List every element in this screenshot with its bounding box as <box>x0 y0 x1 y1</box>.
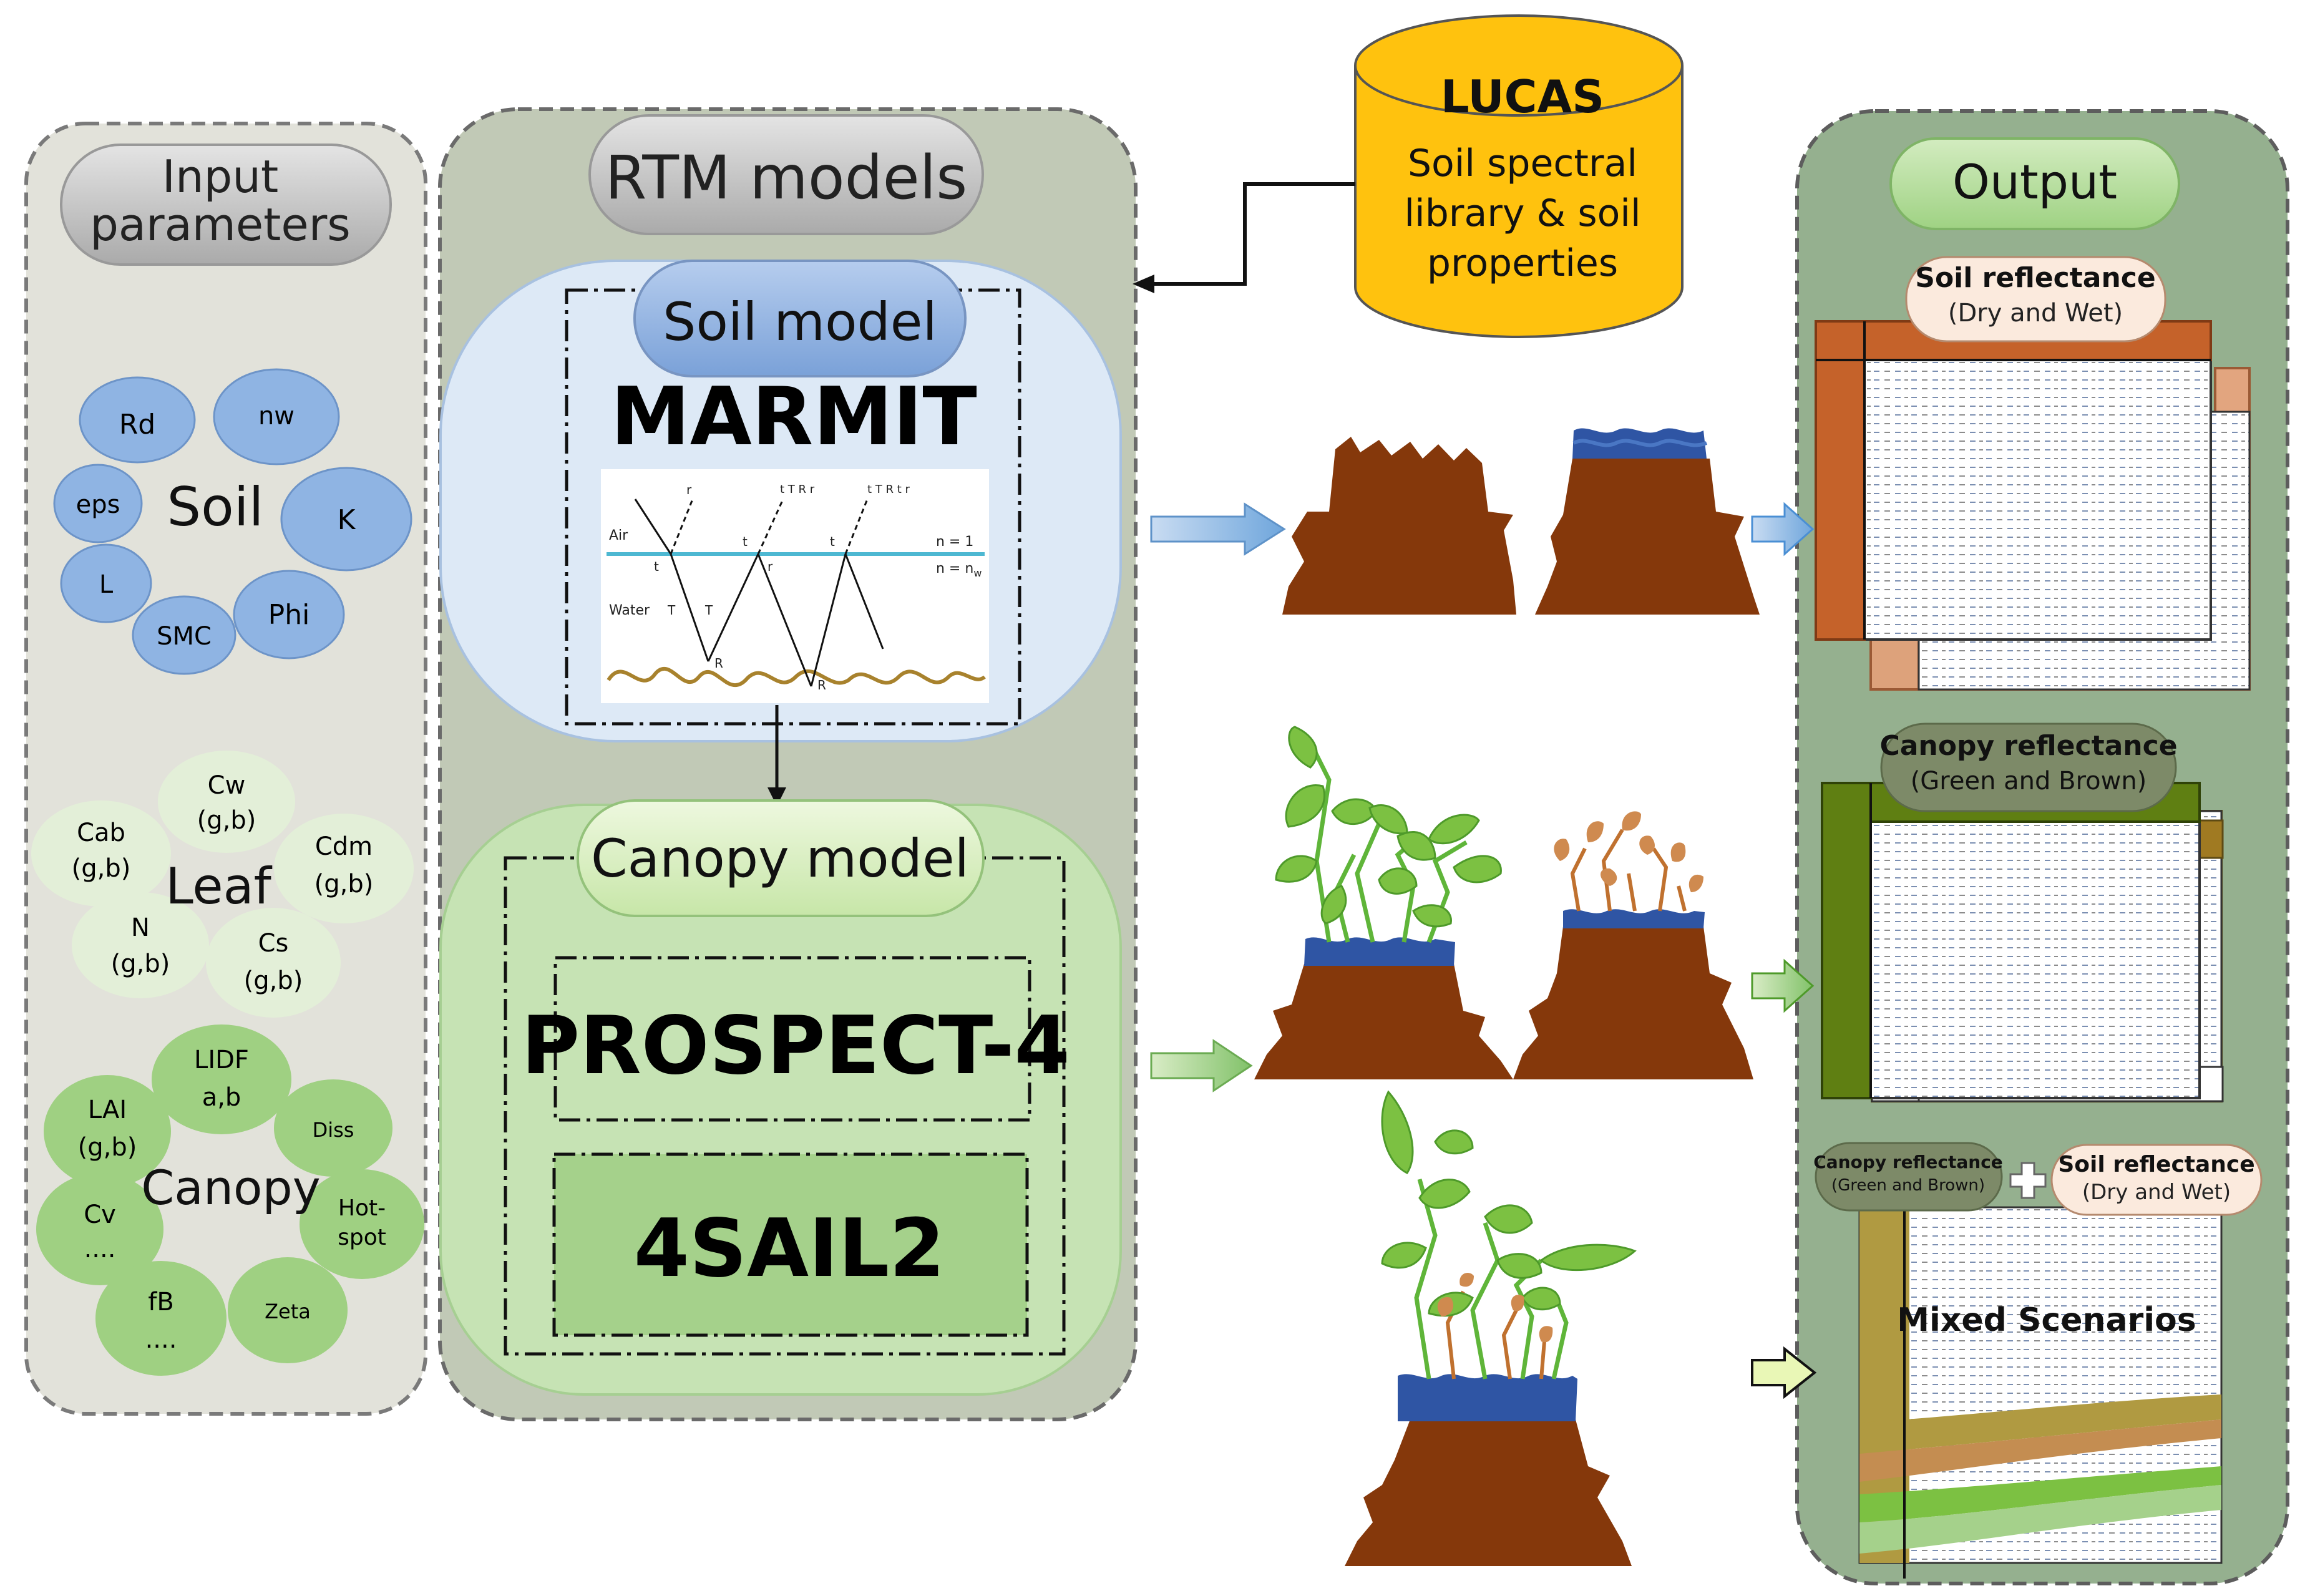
leaf-param-cab-sub: (g,b) <box>72 854 131 883</box>
input-title-line1: Input <box>162 150 278 203</box>
canopy-reflectance-table: Canopy reflectance (Green and Brown) <box>1821 723 2224 1102</box>
rtm-models-panel: RTM models Soil model MARMIT <box>438 107 1138 1421</box>
soil-param-eps: eps <box>76 490 120 519</box>
lucas-line2: library & soil <box>1404 192 1640 235</box>
marmit-top-right-label: t T R t r <box>867 483 910 496</box>
canopy-param-lidf-sub: a,b <box>202 1083 241 1112</box>
soil-reflectance-title: Soil reflectance <box>1915 262 2155 294</box>
leaf-param-n-sub: (g,b) <box>111 950 170 978</box>
canopy-param-hotspot: Hot- <box>338 1195 386 1221</box>
canopy-param-zeta: Zeta <box>265 1300 311 1323</box>
soil-group-label: Soil <box>167 476 264 538</box>
dry-soil-illustration <box>1282 437 1516 615</box>
canopy-param-lidf: LIDF <box>194 1046 249 1074</box>
mixed-soil-label: Soil reflectance (Dry and Wet) <box>2050 1144 2263 1216</box>
marmit-air-label: Air <box>609 528 628 543</box>
canopy-model-output-arrow <box>1150 1039 1253 1092</box>
canopy-param-lai-sub: (g,b) <box>78 1133 137 1162</box>
mixed-scenarios-label: Mixed Scenarios <box>1897 1302 2196 1339</box>
soil-reflectance-subtitle: (Dry and Wet) <box>1948 299 2123 328</box>
canopy-param-hotspot-sub: spot <box>338 1225 386 1250</box>
soil-to-canopy-arrow <box>768 705 786 806</box>
soil-reflectance-table: Soil reflectance (Dry and Wet) <box>1815 256 2251 691</box>
lucas-line1: Soil spectral <box>1408 142 1637 185</box>
lucas-title: LUCAS <box>1441 71 1604 123</box>
marmit-nw-label: n = nw <box>936 561 982 579</box>
mixed-canopy-label: Canopy reflectance (Green and Brown) <box>1813 1142 2003 1212</box>
lucas-database: LUCAS Soil spectral library & soil prope… <box>1133 14 1684 338</box>
soil-model-label: Soil model <box>663 291 937 353</box>
input-title-line2: parameters <box>90 198 351 251</box>
marmit-n1-label: n = 1 <box>936 534 973 550</box>
canopy-reflectance-subtitle: (Green and Brown) <box>1911 767 2147 796</box>
soil-param-l: L <box>99 570 114 599</box>
marmit-figure: Air Water n = 1 n = nw r t t r t T T R R… <box>601 469 989 703</box>
leaf-param-cab: Cab <box>77 819 125 847</box>
mixed-scenarios-table: Mixed Scenarios <box>1858 1206 2223 1579</box>
wet-soil-illustration <box>1535 428 1760 615</box>
output-title: Output <box>1952 154 2117 210</box>
canopy-param-lai: LAI <box>88 1096 127 1124</box>
leaf-param-cs: Cs <box>258 929 289 958</box>
canopy-parameters: LIDF a,b LAI (g,b) Diss Hot- spot Cv ...… <box>36 1024 424 1376</box>
canopy-model-label: Canopy model <box>591 828 969 889</box>
soil-model-output-arrow <box>1150 502 1286 556</box>
plus-icon <box>2009 1162 2047 1199</box>
canopy-param-cv-sub: .... <box>84 1235 116 1263</box>
canopy-param-fb-sub: .... <box>145 1325 177 1354</box>
marmit-t21b-label: t <box>830 534 835 549</box>
marmit-label: MARMIT <box>610 371 977 464</box>
marmit-t21a-label: t <box>743 534 748 549</box>
lucas-line3: properties <box>1427 241 1618 285</box>
input-parameters-panel: Input parameters Rd nw eps K L SMC Phi S… <box>24 122 427 1416</box>
soil-param-phi: Phi <box>268 599 310 631</box>
soil-param-k: K <box>338 504 356 536</box>
leaf-group-label: Leaf <box>165 857 272 915</box>
leaf-parameters: Cw (g,b) Cab (g,b) Cdm (g,b) N (g,b) Cs … <box>31 751 414 1018</box>
canopy-output-arrow <box>1751 958 1815 1013</box>
marmit-t12-label: t <box>654 559 659 574</box>
marmit-rg1-label: R <box>714 656 723 671</box>
marmit-tw2-label: T <box>704 603 713 618</box>
leaf-param-cw: Cw <box>208 771 246 800</box>
4sail2-label: 4SAIL2 <box>634 1202 945 1295</box>
mixed-soil-title: Soil reflectance <box>2058 1152 2254 1177</box>
prospect4-label: PROSPECT-4 <box>521 1000 1070 1092</box>
mixed-output-arrow <box>1751 1346 1817 1399</box>
soil-output-arrow <box>1751 502 1815 557</box>
marmit-r12-label: r <box>686 482 692 497</box>
soil-param-smc: SMC <box>157 622 212 651</box>
mixed-soil-subtitle: (Dry and Wet) <box>2082 1180 2231 1205</box>
canopy-param-diss: Diss <box>313 1118 354 1142</box>
rtm-title: RTM models <box>605 143 968 213</box>
leaf-param-cw-sub: (g,b) <box>197 806 256 835</box>
canopy-model-box: Canopy model PROSPECT-4 4SAIL2 <box>439 799 1122 1396</box>
marmit-rg2-label: R <box>817 678 826 693</box>
soil-param-rd: Rd <box>119 409 156 440</box>
leaf-param-cdm: Cdm <box>315 832 373 861</box>
marmit-tw1-label: T <box>667 603 676 618</box>
canopy-group-label: Canopy <box>141 1160 321 1215</box>
soil-param-nw: nw <box>258 402 295 431</box>
soil-model-box: Soil model MARMIT Air <box>439 260 1122 742</box>
brown-canopy-illustration <box>1513 811 1753 1079</box>
leaf-param-cdm-sub: (g,b) <box>314 870 374 898</box>
soil-parameters: Rd nw eps K L SMC Phi Soil <box>53 368 412 675</box>
marmit-r21-label: r <box>768 559 773 574</box>
canopy-param-cv: Cv <box>84 1200 116 1229</box>
marmit-top-mid-label: t T R r <box>780 483 815 496</box>
canopy-param-fb: fB <box>148 1288 174 1316</box>
leaf-param-n: N <box>131 913 150 942</box>
mixed-canopy-subtitle: (Green and Brown) <box>1831 1176 1985 1195</box>
output-panel: Output Soil reflectance (Dry and Wet) <box>1751 109 2289 1585</box>
mixed-canopy-illustration <box>1345 1090 1637 1566</box>
mixed-canopy-title: Canopy reflectance <box>1813 1152 2003 1172</box>
marmit-water-label: Water <box>609 603 650 618</box>
green-canopy-illustration <box>1254 726 1513 1079</box>
canopy-reflectance-title: Canopy reflectance <box>1879 730 2177 762</box>
leaf-param-cs-sub: (g,b) <box>244 966 303 995</box>
